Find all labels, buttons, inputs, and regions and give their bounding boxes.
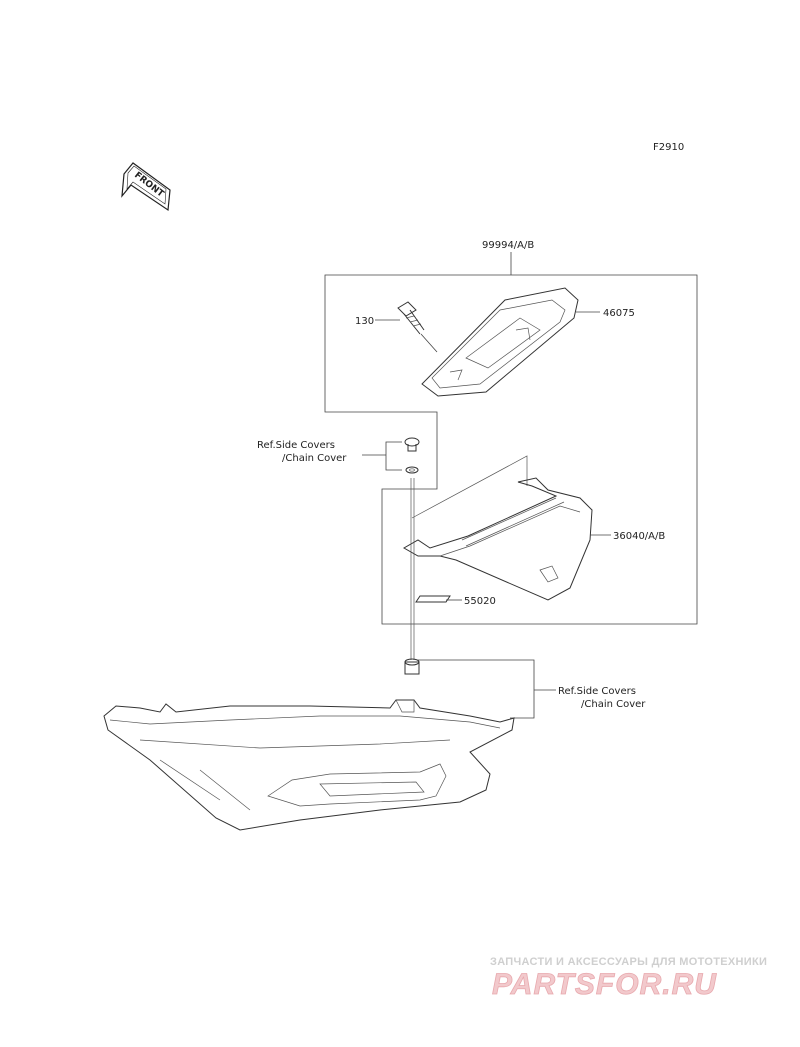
callout-pad: 55020 <box>464 596 496 607</box>
callout-cover-small: 46075 <box>603 308 635 319</box>
callout-kit: 99994/A/B <box>482 240 534 251</box>
watermark-tagline: ЗАПЧАСТИ И АКСЕССУАРЫ ДЛЯ МОТОТЕХНИКИ <box>490 956 767 968</box>
side-cover-reference <box>103 699 515 831</box>
cover-36040 <box>402 455 593 601</box>
front-arrow-icon: FRONT <box>121 162 171 212</box>
figure-code: F2910 <box>653 142 684 153</box>
lower-grommet <box>404 658 420 675</box>
bolt-130 <box>397 301 438 353</box>
ref-lower-line1: Ref.Side Covers <box>558 686 636 697</box>
upper-fastener <box>404 437 420 474</box>
cover-46075 <box>421 287 579 397</box>
ref-upper-line1: Ref.Side Covers <box>257 440 335 451</box>
ref-upper-line2: /Chain Cover <box>282 453 347 464</box>
watermark-logo: PARTSFOR.RU <box>492 968 717 1001</box>
ref-lower-line2: /Chain Cover <box>581 699 646 710</box>
kit-bracket <box>324 252 698 625</box>
pad-55020 <box>415 595 451 603</box>
callout-cover-main: 36040/A/B <box>613 531 665 542</box>
ref-lower-bracket <box>418 659 556 719</box>
callout-bolt: 130 <box>355 316 374 327</box>
ref-upper-bracket <box>362 441 402 471</box>
